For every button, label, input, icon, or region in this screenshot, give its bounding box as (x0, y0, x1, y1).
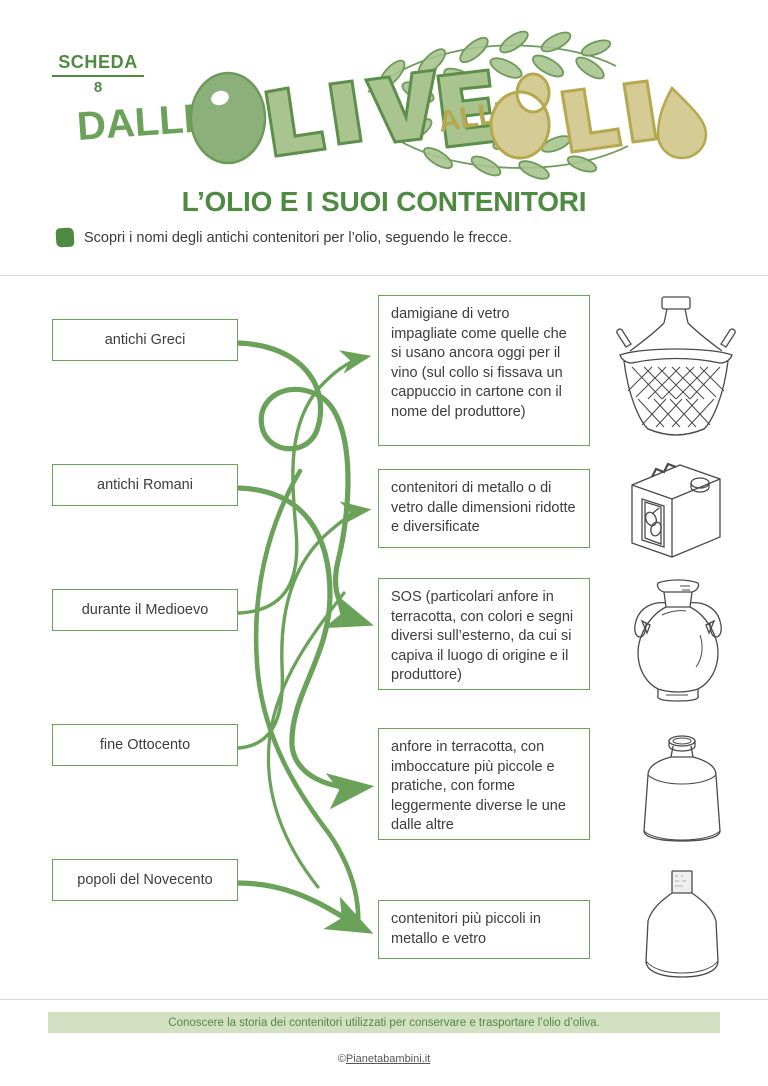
right-item-text: SOS (particolari anfore in terracotta, c… (391, 589, 574, 683)
right-item-2[interactable]: SOS (particolari anfore in terracotta, c… (378, 578, 590, 690)
right-item-text: damigiane di vetro impagliate come quell… (391, 306, 567, 420)
demijohn-wicker-basket-icon (616, 296, 736, 436)
logo-oil-drop-icon (656, 85, 708, 160)
right-item-3[interactable]: anfore in terracotta, con imboccature pi… (378, 728, 590, 840)
learning-goal-band: Conoscere la storia dei contenitori util… (48, 1012, 720, 1033)
left-item-label: antichi Greci (104, 332, 186, 348)
right-item-1[interactable]: contenitori di metallo o di vetro dalle … (378, 469, 590, 548)
arrow-ottocento-to-metallo (236, 501, 372, 750)
right-item-0[interactable]: damigiane di vetro impagliate come quell… (378, 295, 590, 446)
divider-bottom (0, 999, 768, 1000)
logo-word-olio (489, 72, 658, 160)
left-item-1[interactable]: antichi Romani (52, 464, 238, 506)
logo-word-dalle: DALLE (76, 96, 212, 149)
credit-symbol: © (337, 1053, 346, 1065)
left-item-label: durante il Medioevo (81, 602, 209, 618)
arrow-weave-strand-a (253, 468, 361, 930)
logo-word-olive (264, 68, 500, 158)
page-title: L’OLIO E I SUOI CONTENITORI (181, 186, 587, 217)
left-item-2[interactable]: durante il Medioevo (52, 589, 238, 631)
learning-goal-text: Conoscere la storia dei contenitori util… (168, 1016, 600, 1029)
terracotta-jar-icon (643, 735, 721, 842)
arrow-romani-to-anfore (235, 485, 375, 810)
left-item-0[interactable]: antichi Greci (52, 319, 238, 361)
instruction-row: Scopri i nomi degli antichi contenitori … (55, 227, 512, 248)
matching-activity-board: antichi Greci antichi Romani durante il … (0, 275, 768, 999)
arrow-medioevo-to-damigiane (236, 350, 372, 615)
amphora-icon (634, 579, 722, 702)
right-item-text: anfore in terracotta, con imboccature pi… (391, 739, 566, 833)
left-item-3[interactable]: fine Ottocento (52, 724, 238, 766)
header: SCHEDA 8 (0, 0, 768, 180)
arrow-weave-strand-b (266, 591, 346, 889)
right-item-text: contenitori più piccoli in metallo e vet… (391, 911, 541, 947)
right-item-text: contenitori di metallo o di vetro dalle … (391, 480, 576, 535)
left-item-label: popoli del Novecento (77, 872, 213, 888)
left-item-label: antichi Romani (97, 477, 193, 493)
credit-site: Pianetabambini.it (345, 1053, 431, 1065)
glass-bottle-icon (645, 870, 719, 978)
divider-top (0, 275, 768, 276)
arrow-greci-to-sos (235, 340, 374, 629)
square-bullet-icon (55, 227, 75, 248)
left-item-label: fine Ottocento (99, 737, 191, 753)
logo-olive-fruit-icon (189, 71, 267, 165)
left-item-4[interactable]: popoli del Novecento (52, 859, 238, 901)
metal-oil-tin-icon (631, 462, 721, 558)
instruction-text: Scopri i nomi degli antichi contenitori … (84, 229, 512, 246)
right-item-4[interactable]: contenitori più piccoli in metallo e vet… (378, 900, 590, 959)
arrow-novecento-to-piccoli (235, 880, 374, 934)
sheet-rule (52, 75, 144, 77)
logo-dalle-olive-all-olio: DALLE ALL’ (76, 30, 708, 180)
sheet-word: SCHEDA (58, 52, 138, 72)
connector-arrows (235, 340, 375, 934)
sheet-number-block: SCHEDA 8 (52, 52, 144, 97)
sheet-number: 8 (93, 79, 103, 96)
credit-line: ©Pianetabambini.it (0, 1053, 768, 1065)
